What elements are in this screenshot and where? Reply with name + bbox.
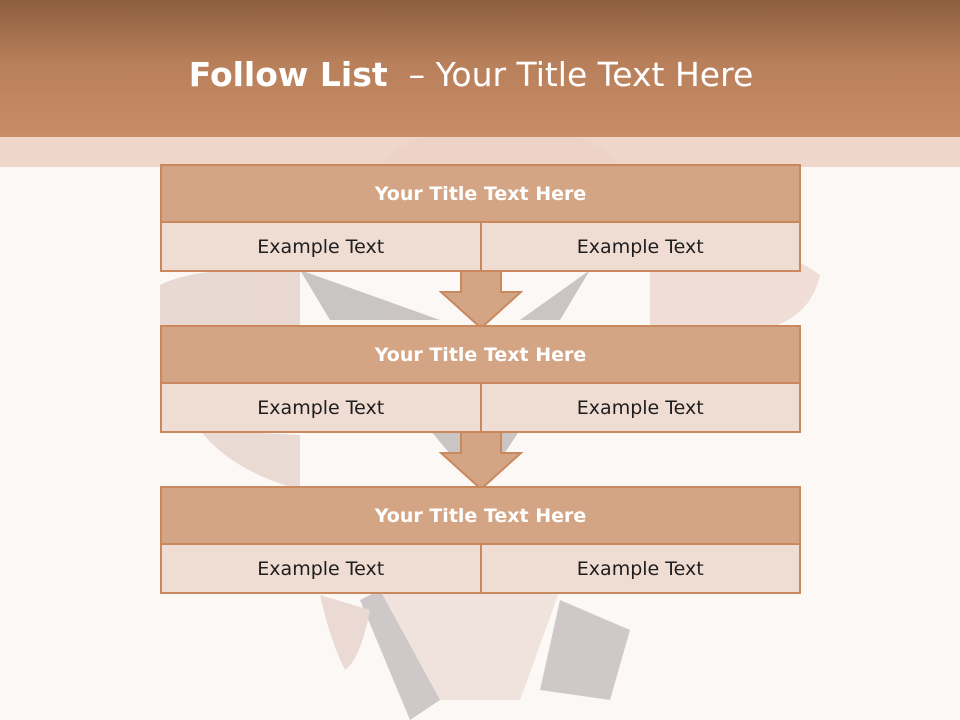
slide-title-bold: Follow List <box>188 55 388 94</box>
block-cell-left: Example Text <box>162 384 480 431</box>
header-strip <box>0 137 960 167</box>
block-cell-left: Example Text <box>162 545 480 592</box>
block-title: Your Title Text Here <box>162 327 799 384</box>
block-cell-right: Example Text <box>479 223 799 270</box>
block-row: Example Text Example Text <box>162 545 799 592</box>
down-arrow-icon <box>439 270 523 330</box>
down-arrow-icon <box>439 431 523 491</box>
list-block: Your Title Text Here Example Text Exampl… <box>160 325 801 433</box>
slide-title: Follow List – Your Title Text Here <box>0 52 942 98</box>
header-bar <box>0 0 960 137</box>
block-title: Your Title Text Here <box>162 488 799 545</box>
slide-title-rest: – Your Title Text Here <box>387 55 754 94</box>
list-block: Your Title Text Here Example Text Exampl… <box>160 486 801 594</box>
block-cell-right: Example Text <box>479 384 799 431</box>
block-cell-right: Example Text <box>479 545 799 592</box>
block-row: Example Text Example Text <box>162 223 799 270</box>
block-cell-left: Example Text <box>162 223 480 270</box>
list-block: Your Title Text Here Example Text Exampl… <box>160 164 801 272</box>
block-row: Example Text Example Text <box>162 384 799 431</box>
block-title: Your Title Text Here <box>162 166 799 223</box>
